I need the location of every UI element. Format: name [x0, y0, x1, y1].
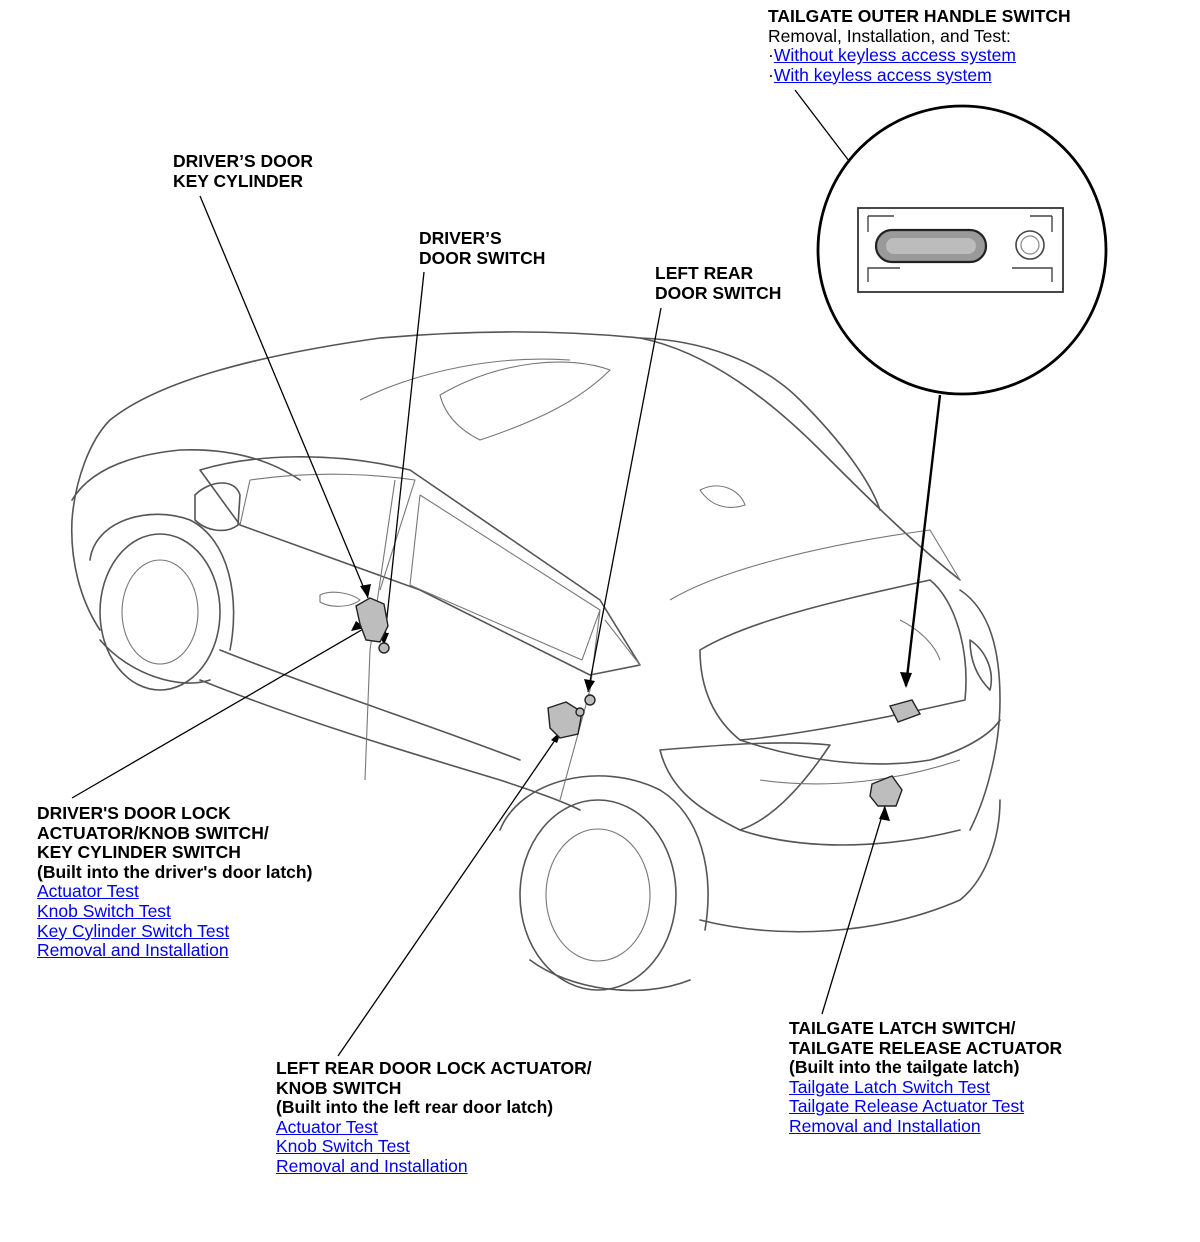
left-rear-door-latch-part	[547, 694, 596, 739]
callout-line: DRIVER’S DOOR	[173, 151, 314, 171]
tailgate-handle-callout: TAILGATE OUTER HANDLE SWITCH Removal, In…	[768, 6, 1071, 86]
link-key-cylinder-switch-test[interactable]: Key Cylinder Switch Test	[37, 920, 230, 941]
callout-line: (Built into the tailgate latch)	[789, 1057, 1020, 1078]
link-knob-switch-test[interactable]: Knob Switch Test	[276, 1136, 410, 1157]
link-actuator-test[interactable]: Actuator Test	[276, 1116, 378, 1137]
car-outline	[70, 331, 1001, 992]
left-rear-door-switch-callout: LEFT REAR DOOR SWITCH	[655, 263, 782, 303]
callout-line: KNOB SWITCH	[276, 1077, 402, 1098]
callout-line: LEFT REAR DOOR LOCK ACTUATOR/	[276, 1058, 592, 1078]
callout-line: ACTUATOR/KNOB SWITCH/	[37, 822, 269, 843]
link-removal-installation[interactable]: Removal and Installation	[37, 940, 229, 961]
link-removal-installation[interactable]: Removal and Installation	[276, 1155, 468, 1176]
tailgate-latch-part	[869, 775, 903, 807]
driver-door-switch-callout: DRIVER’S DOOR SWITCH	[419, 228, 546, 268]
link-without-keyless[interactable]: Without keyless access system	[768, 46, 1071, 66]
link-removal-installation[interactable]: Removal and Installation	[789, 1115, 981, 1136]
callout-line: DRIVER'S DOOR LOCK	[37, 803, 231, 823]
driver-key-cylinder-callout: DRIVER’S DOOR KEY CYLINDER	[173, 151, 314, 191]
link-knob-switch-test[interactable]: Knob Switch Test	[37, 900, 171, 921]
callout-line: (Built into the driver's door latch)	[37, 861, 313, 882]
callout-line: DOOR SWITCH	[419, 247, 546, 268]
callout-line: (Built into the left rear door latch)	[276, 1097, 554, 1118]
callout-line: TAILGATE LATCH SWITCH/	[789, 1018, 1016, 1038]
link-tailgate-latch-switch-test[interactable]: Tailgate Latch Switch Test	[789, 1076, 991, 1097]
callout-subtitle: Removal, Installation, and Test:	[768, 25, 1011, 46]
callout-line: LEFT REAR	[655, 263, 754, 283]
link-tailgate-release-actuator-test[interactable]: Tailgate Release Actuator Test	[789, 1096, 1025, 1117]
link-with-keyless[interactable]: With keyless access system	[768, 65, 1071, 86]
leader-lines	[71, 89, 942, 1057]
callout-line: TAILGATE RELEASE ACTUATOR	[789, 1037, 1063, 1058]
callout-line: DRIVER’S	[419, 228, 502, 248]
tailgate-handle-part	[888, 699, 922, 723]
callout-line: KEY CYLINDER SWITCH	[37, 842, 241, 863]
tailgate-handle-detail-view	[816, 104, 1108, 396]
driver-door-lock-callout: DRIVER'S DOOR LOCK ACTUATOR/KNOB SWITCH/…	[37, 803, 313, 961]
callout-title: TAILGATE OUTER HANDLE SWITCH	[768, 6, 1071, 26]
callout-line: KEY CYLINDER	[173, 170, 303, 191]
left-rear-door-lock-callout: LEFT REAR DOOR LOCK ACTUATOR/ KNOB SWITC…	[276, 1058, 592, 1177]
link-actuator-test[interactable]: Actuator Test	[37, 881, 139, 902]
callout-line: DOOR SWITCH	[655, 282, 782, 303]
driver-door-latch-part	[355, 597, 390, 654]
tailgate-latch-callout: TAILGATE LATCH SWITCH/ TAILGATE RELEASE …	[789, 1018, 1063, 1137]
